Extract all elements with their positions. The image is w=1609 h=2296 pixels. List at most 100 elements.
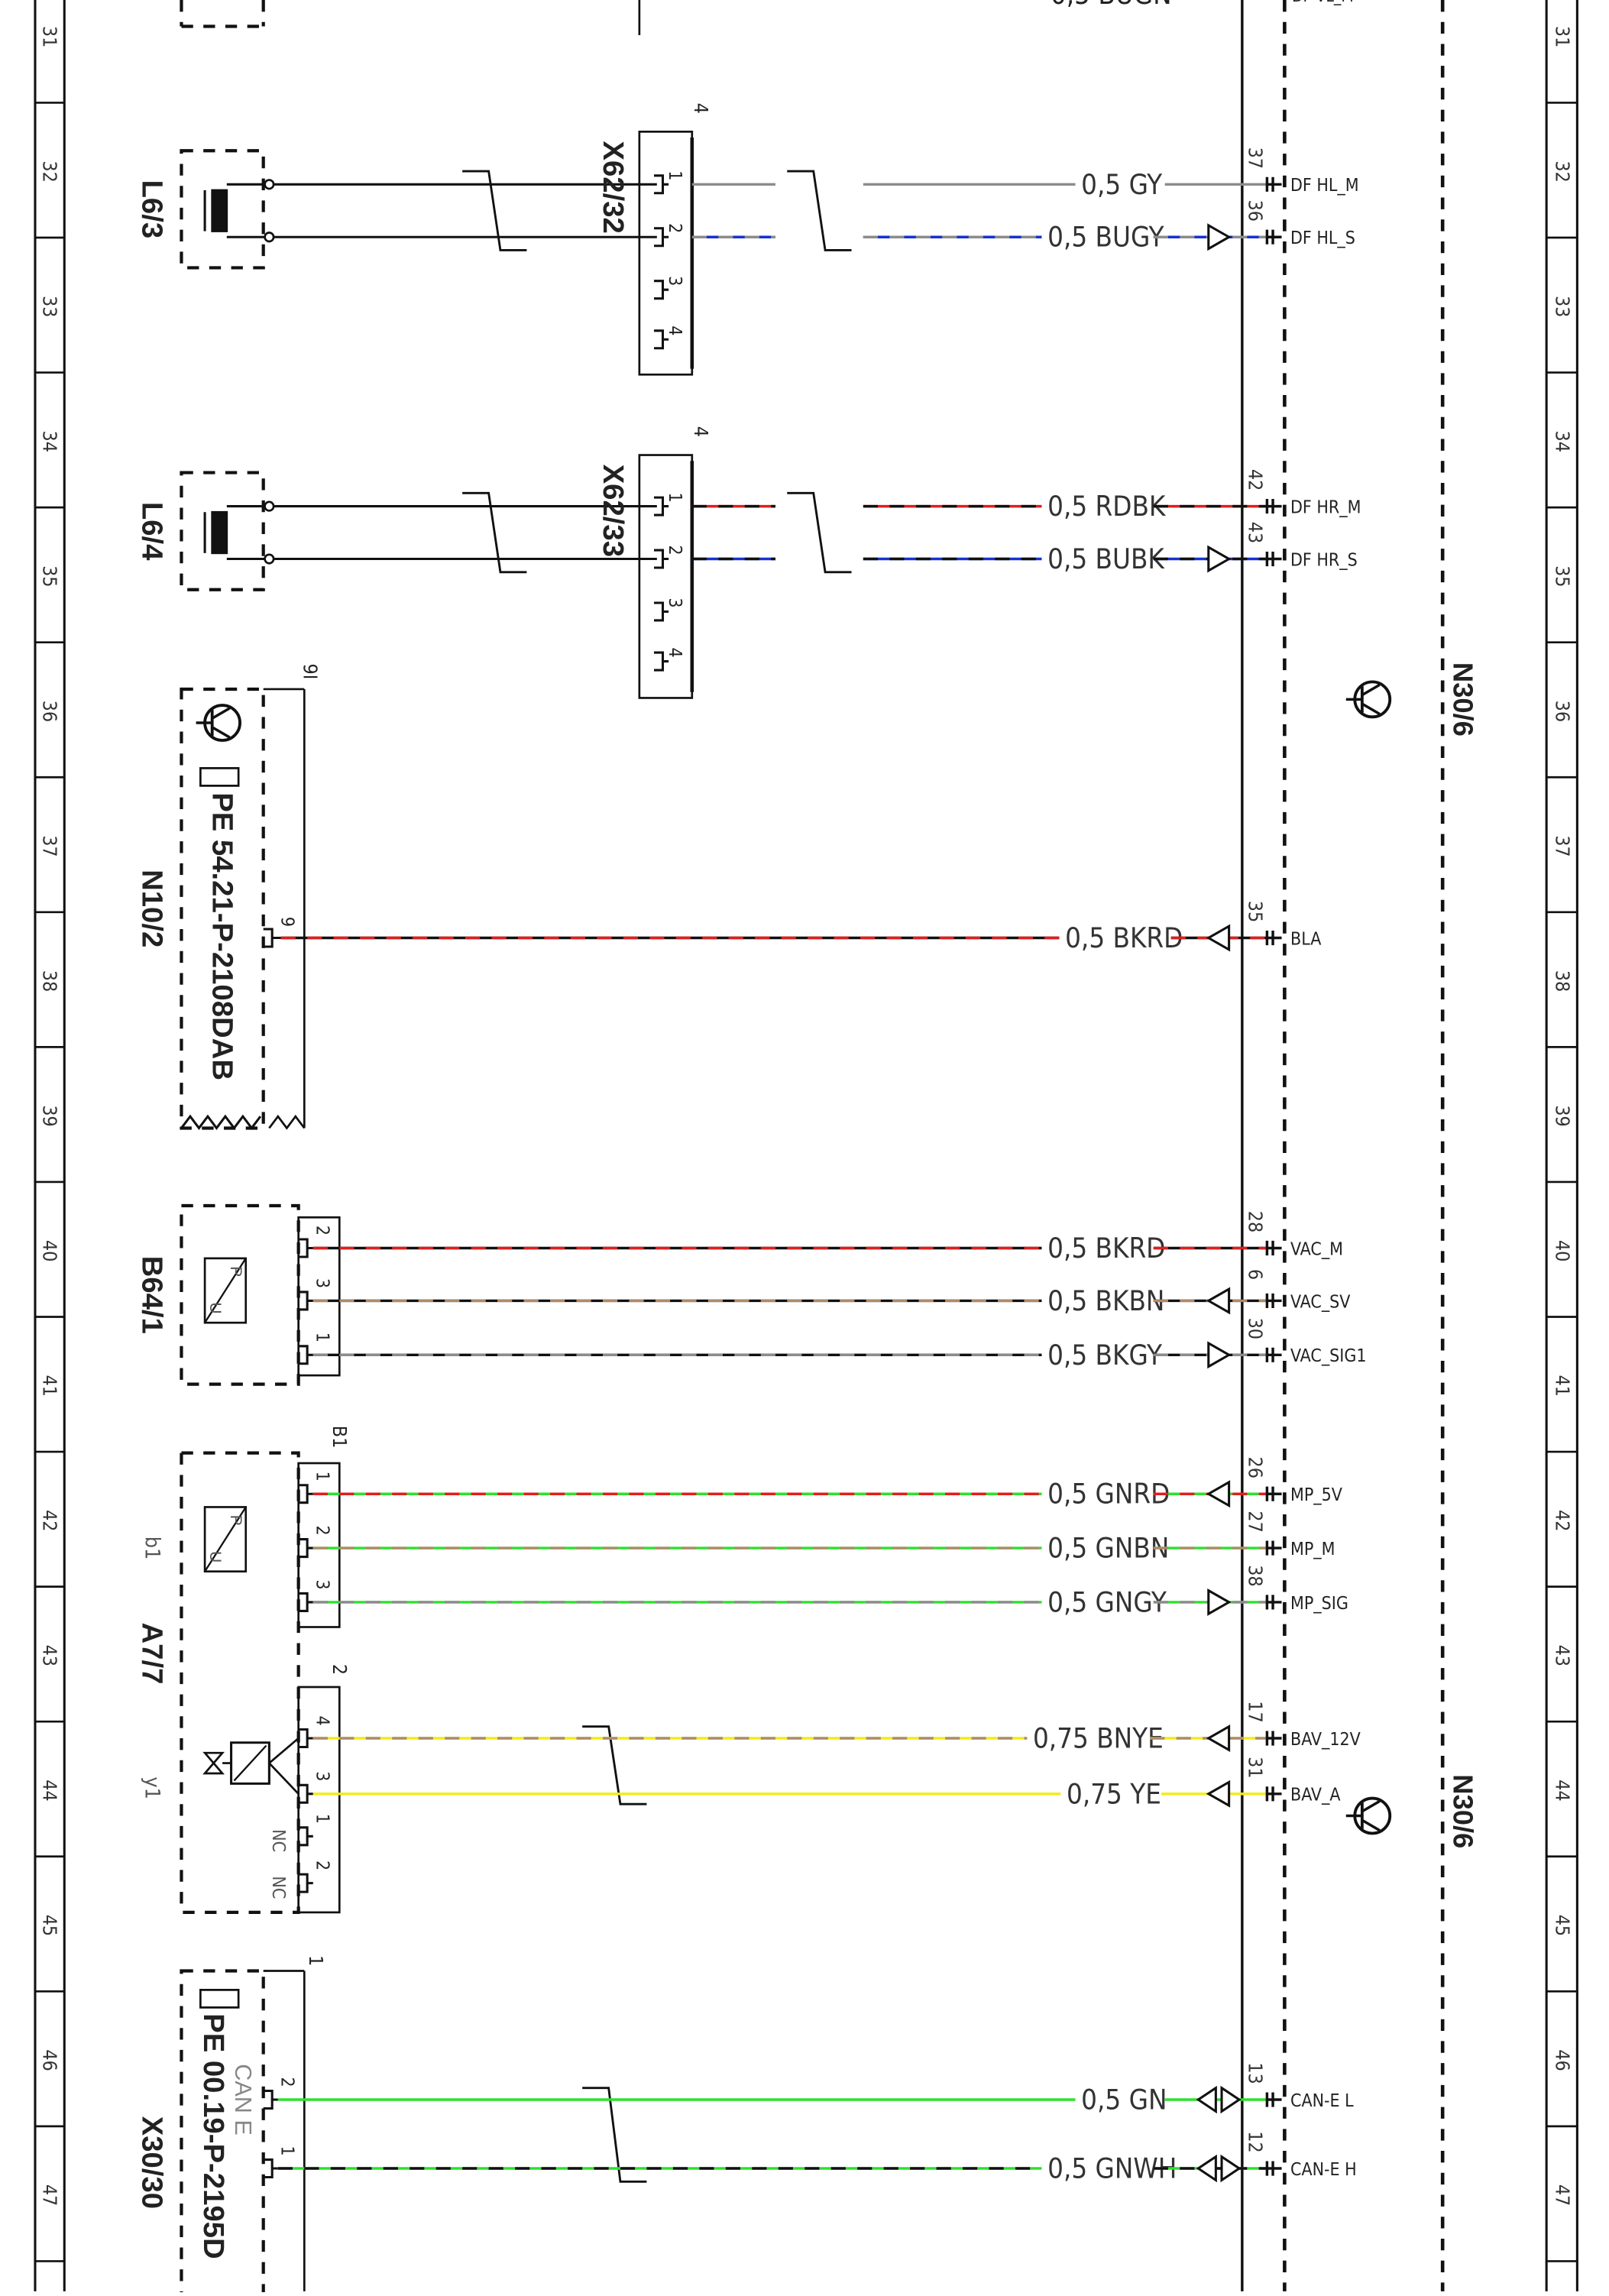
pin-terminal-icon <box>1265 551 1282 567</box>
row-number-left: 39 <box>39 1105 61 1126</box>
module-pin-signal: DF HL_M <box>1290 176 1359 196</box>
connector-pin-number: 1 <box>312 1814 332 1824</box>
connector-body <box>297 1462 341 1628</box>
component-sublabel: CAN E <box>230 2064 256 2136</box>
arrow-bidir-icon <box>1220 2154 1242 2183</box>
connector-pin-icon <box>654 227 669 248</box>
wire-label: 0,5 RDBK <box>1047 490 1167 523</box>
connector-pin-number: 3 <box>665 276 685 286</box>
lead-line <box>268 1737 299 1764</box>
connector-pin-icon <box>263 928 281 948</box>
component-border <box>180 1969 265 2296</box>
component-label: X30/30 <box>136 2116 169 2209</box>
cable-break-mark <box>462 170 527 251</box>
module-pin-signal: BAV_12V <box>1290 1730 1361 1750</box>
coil-icon <box>211 510 228 555</box>
row-number-right: 41 <box>1552 1375 1574 1396</box>
solenoid-valve-icon <box>230 1741 270 1785</box>
connector-pin-icon <box>654 651 669 672</box>
row-number-left: 44 <box>39 1779 61 1801</box>
connector-pin-number: 4 <box>665 325 685 335</box>
row-number-left: 32 <box>39 160 61 182</box>
connector-pin-number: 3 <box>312 1771 332 1781</box>
module-label-lower: N30/6 <box>1448 1774 1479 1848</box>
terminal-icon <box>264 179 275 190</box>
pin-terminal-icon <box>1265 930 1282 946</box>
row-number-left: 36 <box>39 701 61 722</box>
row-number-left: 34 <box>39 431 61 452</box>
row-number-right: 44 <box>1552 1779 1574 1801</box>
row-number-right: 37 <box>1552 835 1574 857</box>
component-label: L6/3 <box>136 180 169 239</box>
top-partial-row: 0,5 BUGNDF VL_M <box>180 0 1354 35</box>
connector-pin-number: 2 <box>312 1226 332 1235</box>
row-number-right: 45 <box>1552 1915 1574 1936</box>
module-pin-number: 26 <box>1245 1457 1267 1478</box>
row-number-left: 35 <box>39 565 61 587</box>
pressure-sensor-icon <box>203 1506 248 1573</box>
connector-pin-number: 4 <box>312 1715 332 1725</box>
cable-break-mark <box>582 1725 647 1805</box>
connector-pin-icon <box>298 1826 313 1847</box>
arrow-bidir-icon <box>1196 2085 1217 2114</box>
connector-pin-number: 3 <box>312 1278 332 1288</box>
terminal-icon <box>264 553 275 565</box>
solenoid-valve-icon <box>233 1744 267 1782</box>
module-pin-signal: VAC_SV <box>1290 1292 1350 1312</box>
row-number-left: 45 <box>39 1915 61 1936</box>
module-pin-number: 31 <box>1245 1757 1267 1778</box>
pin-terminal-icon <box>1265 1731 1282 1746</box>
wire-label: 0,5 BKGY <box>1047 1339 1163 1371</box>
lead-line <box>268 1762 299 1795</box>
nc-label: NC <box>268 1876 288 1899</box>
nc-label: NC <box>268 1829 288 1852</box>
transistor-icon-collector <box>211 707 231 720</box>
transistor-icon-emitter <box>1361 1818 1381 1832</box>
row-number-left: 38 <box>39 970 61 992</box>
connector-pin-number: 3 <box>665 597 685 607</box>
wire-label: 0,5 BKRD <box>1065 921 1183 954</box>
zigzag-break-icon <box>268 1114 306 1130</box>
connector-pin-icon <box>298 1484 313 1504</box>
module-pin-number: 28 <box>1245 1211 1267 1232</box>
wire-label: 0,5 GNBN <box>1047 1532 1169 1565</box>
connector-pin-icon <box>298 1345 313 1365</box>
pressure-sensor-icon <box>204 1506 247 1572</box>
pin-terminal-icon <box>1265 499 1282 514</box>
wire-label: 0,5 GN <box>1081 2084 1167 2116</box>
wire-label: 0,5 BKRD <box>1047 1232 1165 1265</box>
sensor-u-label: U <box>206 1551 224 1563</box>
connector-pin-icon <box>654 280 669 300</box>
connector-label: X62/33 <box>597 465 630 557</box>
module-pin-signal: DF HL_S <box>1290 228 1355 248</box>
terminal-icon <box>264 500 275 512</box>
row-number-left: 40 <box>39 1240 61 1261</box>
connector-pin-icon <box>654 329 669 350</box>
arrow-in-icon <box>1206 1480 1231 1508</box>
connector-pin-number: 2 <box>312 1526 332 1536</box>
component-border <box>180 149 265 270</box>
pin-terminal-icon <box>1265 1293 1282 1309</box>
row-number-right: 35 <box>1552 565 1574 587</box>
connector-pin-icon <box>263 2158 278 2179</box>
pressure-sensor-icon <box>204 1258 247 1323</box>
module-pin-signal: DF HR_S <box>1290 550 1358 570</box>
terminal-icon <box>264 232 275 243</box>
connector-pin-number: 1 <box>312 1333 332 1342</box>
row-number-right: 31 <box>1552 26 1574 47</box>
module-pin-signal: MP_5V <box>1290 1485 1342 1505</box>
connector-label: X62/32 <box>597 141 630 233</box>
connector-pin-number: 2 <box>277 2077 296 2087</box>
arrow-bidir-icon <box>1220 2085 1242 2114</box>
wire-label: 0,5 BUBK <box>1047 542 1165 575</box>
